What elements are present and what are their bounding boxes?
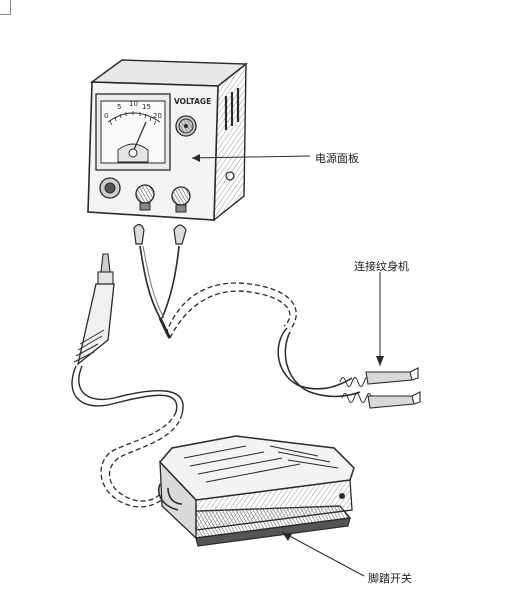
meter-needle bbox=[132, 121, 147, 153]
meter-ticks bbox=[109, 111, 157, 126]
label-power-panel: 电源面板 bbox=[315, 152, 359, 165]
meter-tick-label: 5 bbox=[117, 103, 121, 111]
label-foot-switch: 脚踏开关 bbox=[368, 572, 412, 585]
output-terminal-icon bbox=[171, 186, 191, 213]
voltmeter: 0 5 10 15 20 bbox=[95, 93, 171, 171]
pedal-top bbox=[158, 435, 355, 501]
meter-pivot-icon bbox=[128, 148, 138, 158]
power-switch-icon bbox=[99, 177, 121, 199]
pedal-cord bbox=[71, 253, 184, 508]
power-panel-pointer bbox=[191, 155, 311, 159]
pedal-pointer bbox=[281, 531, 365, 577]
spring-coil-icon bbox=[339, 377, 373, 403]
meter-tick-label: 15 bbox=[142, 103, 151, 111]
label-tattoo-machine: 连接纹身机 bbox=[354, 260, 409, 273]
meter-scale-arc bbox=[107, 112, 161, 123]
meter-tick-label: 0 bbox=[104, 112, 108, 120]
tattoo-clip-icon bbox=[365, 367, 419, 385]
jack-grip-rings bbox=[73, 329, 105, 363]
spade-connector-icon bbox=[173, 224, 187, 245]
pedal-grip-ribs bbox=[183, 445, 339, 483]
foot-pedal bbox=[158, 435, 355, 547]
jack-tip bbox=[100, 253, 111, 273]
arrowhead-icon bbox=[282, 532, 292, 541]
meter-tick-label: 10 bbox=[129, 100, 138, 108]
jack-sleeve bbox=[76, 283, 115, 366]
power-supply-side bbox=[213, 62, 247, 222]
output-terminal-icon bbox=[135, 184, 155, 211]
meter-tick-label: 20 bbox=[153, 112, 162, 120]
vent-slots bbox=[224, 88, 240, 130]
arrowhead-icon bbox=[192, 154, 200, 162]
spade-connector-icon bbox=[133, 223, 145, 245]
side-screw-icon bbox=[225, 171, 235, 181]
arrowhead-icon bbox=[376, 356, 384, 366]
voltage-knob-icon bbox=[175, 115, 197, 137]
pedal-screw-icon bbox=[339, 493, 345, 499]
tattoo-clip-icon bbox=[367, 391, 421, 409]
voltage-label: VOLTAGE bbox=[174, 97, 211, 106]
clip-cord bbox=[133, 223, 421, 409]
corner-mark bbox=[0, 0, 11, 15]
power-supply: 0 5 10 15 20 VOLTAGE bbox=[87, 59, 248, 222]
